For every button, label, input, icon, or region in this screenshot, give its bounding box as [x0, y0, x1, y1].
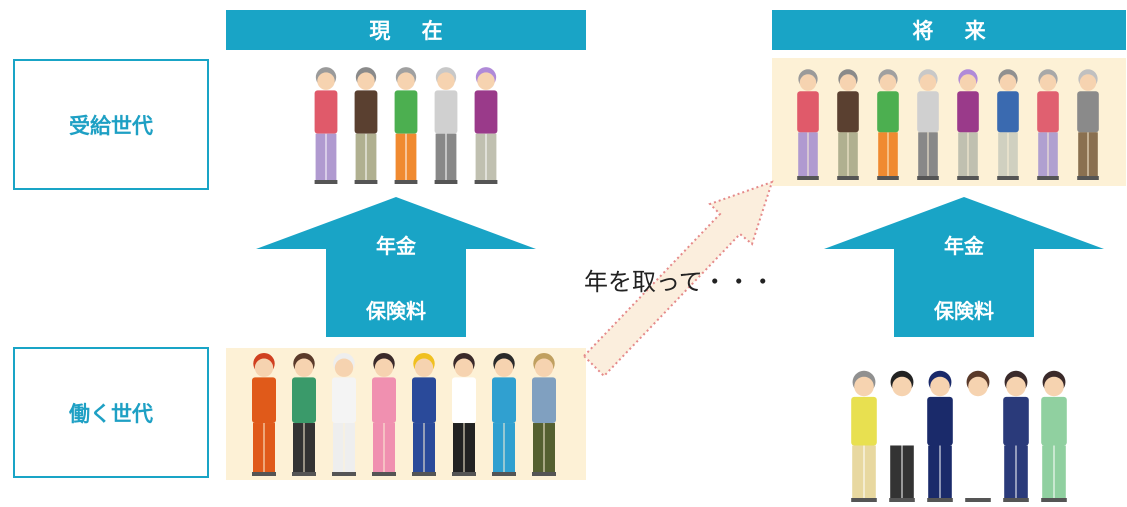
diagonal-arrow-icon	[582, 180, 774, 378]
person-figure	[492, 352, 516, 476]
workers-generation-box: 働く世代	[13, 347, 209, 478]
person-figure	[394, 67, 418, 184]
up-arrow-icon	[824, 197, 1104, 337]
person-figure	[1041, 370, 1067, 502]
future-elderly-people	[797, 69, 1099, 180]
premium-label: 保険料	[366, 299, 426, 323]
pension-arrow-future: 年金 保険料	[824, 197, 1104, 337]
person-figure	[452, 352, 476, 476]
person-figure	[957, 69, 979, 180]
current-header: 現 在	[226, 10, 586, 50]
pension-label: 年金	[376, 234, 416, 258]
person-figure	[1077, 69, 1099, 180]
future-header-label: 将 来	[912, 19, 998, 43]
person-figure	[837, 69, 859, 180]
person-figure	[1037, 69, 1059, 180]
person-figure	[965, 370, 991, 502]
person-figure	[292, 352, 316, 476]
workers-generation-label: 働く世代	[69, 401, 153, 426]
person-figure	[997, 69, 1019, 180]
person-figure	[797, 69, 819, 180]
person-figure	[532, 352, 556, 476]
person-figure	[474, 67, 498, 184]
person-figure	[372, 352, 396, 476]
recipients-generation-box: 受給世代	[13, 59, 209, 190]
up-arrow-icon	[256, 197, 536, 337]
person-figure	[851, 370, 877, 502]
current-workers-panel	[226, 348, 586, 480]
person-figure	[889, 370, 915, 502]
aging-label: 年を取って・・・	[584, 268, 775, 296]
person-figure	[877, 69, 899, 180]
current-workers-people	[252, 352, 556, 476]
pension-arrow-current: 年金 保険料	[256, 197, 536, 337]
future-header: 将 来	[772, 10, 1126, 50]
pension-label: 年金	[944, 234, 984, 258]
person-figure	[434, 67, 458, 184]
person-figure	[314, 67, 338, 184]
person-figure	[354, 67, 378, 184]
future-elderly-panel	[772, 58, 1126, 186]
aging-arrow	[582, 180, 774, 378]
recipients-generation-label: 受給世代	[69, 113, 153, 138]
person-figure	[1003, 370, 1029, 502]
person-figure	[917, 69, 939, 180]
person-figure	[927, 370, 953, 502]
person-figure	[412, 352, 436, 476]
person-figure	[252, 352, 276, 476]
premium-label: 保険料	[934, 299, 994, 323]
future-workers-people	[851, 370, 1067, 502]
person-figure	[332, 352, 356, 476]
current-elderly-people	[314, 67, 498, 184]
current-header-label: 現 在	[369, 19, 455, 43]
